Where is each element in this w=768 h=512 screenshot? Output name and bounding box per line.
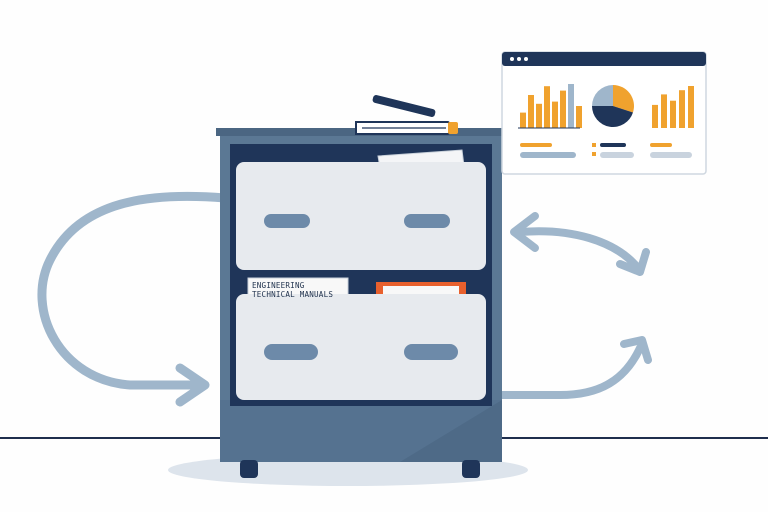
analytics-dashboard-icon xyxy=(501,51,707,175)
dashboard-pie-slice xyxy=(592,106,633,127)
dashboard-left-bar xyxy=(520,112,526,128)
pencil-icon xyxy=(355,95,458,135)
folder-label-line2: TECHNICAL MANUALS xyxy=(252,290,334,299)
folder-tab-label: ENGINEERING TECHNICAL MANUALS xyxy=(252,281,346,301)
right-upper-arrow-icon xyxy=(510,212,650,276)
dashboard-pie-slice xyxy=(592,85,613,106)
dashboard-left-bar-chart xyxy=(518,84,582,129)
folder-label-line1: ENGINEERING xyxy=(252,281,305,290)
dashboard-left-bar xyxy=(576,106,582,128)
dashboard-right-bar xyxy=(688,86,694,128)
dashboard-right-bar xyxy=(652,104,658,128)
dashboard-left-bar xyxy=(568,84,574,128)
dashboard-left-bar xyxy=(536,103,542,128)
left-flow-arrow-icon xyxy=(37,191,230,407)
dashboard-right-bar-chart xyxy=(652,86,694,128)
dashboard-left-bar xyxy=(544,86,550,128)
dashboard-pie-slice xyxy=(613,85,634,113)
dashboard-pie-chart xyxy=(592,85,634,127)
right-lower-arrow-icon xyxy=(496,336,652,399)
dashboard-right-bar xyxy=(661,94,667,128)
filing-cabinet-icon xyxy=(216,128,506,478)
dashboard-right-bar xyxy=(679,90,685,128)
dashboard-left-bar xyxy=(560,90,566,128)
dashboard-left-bar xyxy=(552,101,558,128)
dashboard-right-bar xyxy=(670,100,676,128)
dashboard-left-bar xyxy=(528,95,534,128)
